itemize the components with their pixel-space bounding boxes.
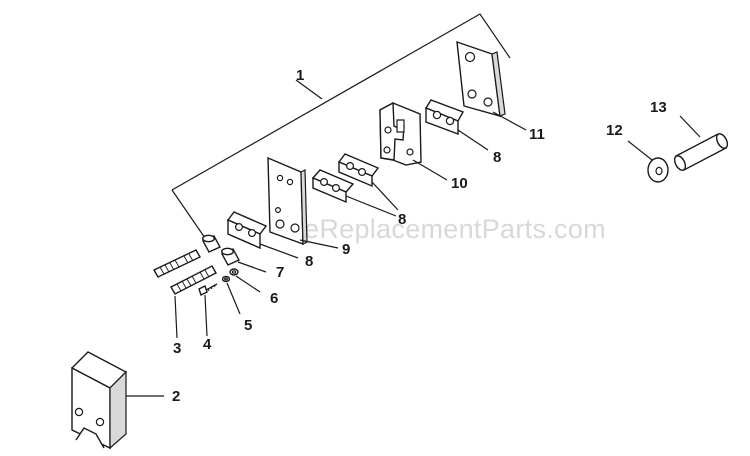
callout-10: 10: [451, 175, 468, 192]
lock-washer-part-6: [229, 268, 261, 293]
screw-part-4: [198, 283, 218, 337]
callout-3: 3: [173, 340, 181, 357]
plate-part-9: [267, 156, 339, 249]
callout-2: 2: [172, 388, 180, 405]
strap-pair-part-8: [311, 153, 399, 217]
callout-9: 9: [342, 241, 350, 258]
callout-8-upper: 8: [493, 149, 501, 166]
notched-plate-part-10: [379, 101, 448, 181]
kit-bracket-1: [171, 13, 511, 239]
strap-part-8-lower: [226, 211, 299, 259]
callout-4: 4: [203, 336, 212, 353]
callout-1: 1: [296, 67, 304, 84]
stud-part-3-lower: [170, 265, 217, 339]
spacer-sleeve-part-7: [220, 247, 267, 273]
callout-12: 12: [606, 122, 623, 139]
callout-13: 13: [650, 99, 667, 116]
strap-part-8-upper: [424, 99, 489, 151]
stud-part-3-upper: [153, 249, 201, 278]
pin-part-13: [673, 115, 729, 171]
plate-part-11: [456, 40, 527, 131]
callout-11: 11: [529, 126, 545, 143]
washer-part-12: [627, 140, 669, 183]
callout-6: 6: [270, 290, 278, 307]
watermark: eReplacementParts.com: [304, 214, 606, 244]
housing-block-part-2: [70, 351, 164, 450]
callout-7: 7: [276, 264, 284, 281]
spacer-sleeve-upper: [201, 234, 221, 253]
callout-8-lower: 8: [305, 253, 313, 270]
nut-part-5: [221, 275, 241, 315]
callout-5: 5: [244, 317, 252, 334]
callout-8-middle: 8: [398, 211, 406, 228]
